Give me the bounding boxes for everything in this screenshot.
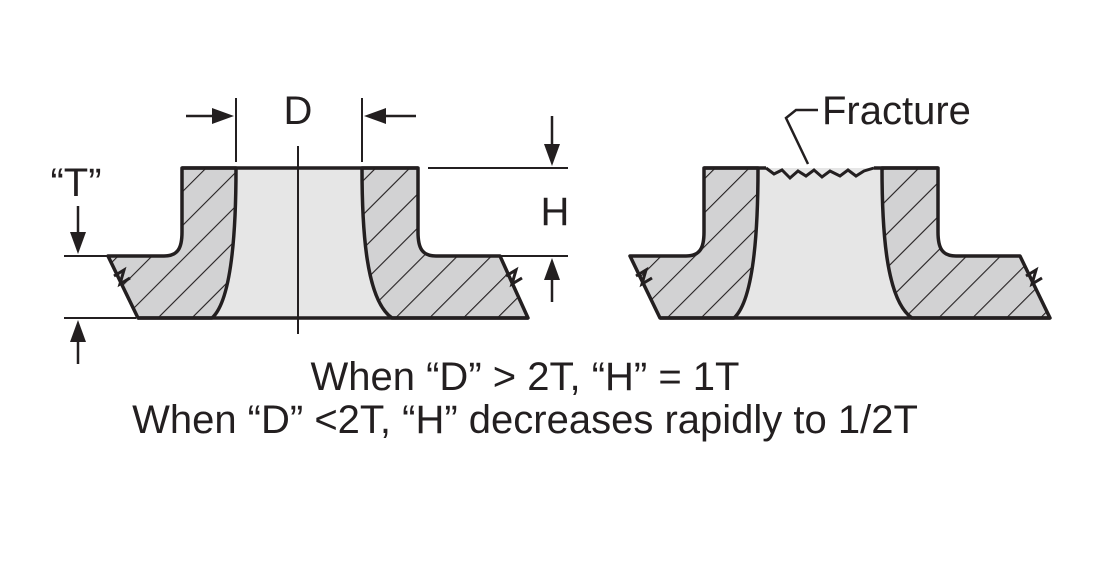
break-mark-left <box>113 266 131 288</box>
label-fracture: Fracture <box>822 89 971 133</box>
left-wall-section <box>106 166 238 320</box>
fracture-edge <box>765 166 875 181</box>
h-arrow-bottom <box>544 258 560 280</box>
break-mark-right <box>505 266 523 288</box>
hole-bore-left <box>212 168 392 318</box>
fracture-leader <box>784 108 818 165</box>
caption-line-2: When “D” <2T, “H” decreases rapidly to 1… <box>132 398 918 442</box>
label-d: D <box>284 89 313 133</box>
break-mark-right-fractured <box>1025 266 1043 288</box>
t-arrow-top <box>70 232 86 254</box>
flange-fractured-figure: Fracture <box>628 89 1052 320</box>
right-wall-section-fractured <box>880 166 1052 320</box>
caption-line-1: When “D” > 2T, “H” = 1T <box>311 355 740 399</box>
right-wall-section <box>360 166 530 320</box>
break-mark-left-fractured <box>635 266 653 288</box>
left-wall-section-fractured <box>628 166 760 320</box>
h-arrow-top <box>544 144 560 166</box>
label-t: “T” <box>50 161 101 205</box>
flange-good-figure: D H “T” <box>50 89 569 364</box>
d-arrow-left <box>212 108 234 124</box>
d-arrow-right <box>364 108 386 124</box>
hole-bore-right <box>734 168 912 318</box>
t-arrow-bottom <box>70 320 86 342</box>
label-h: H <box>541 190 570 234</box>
